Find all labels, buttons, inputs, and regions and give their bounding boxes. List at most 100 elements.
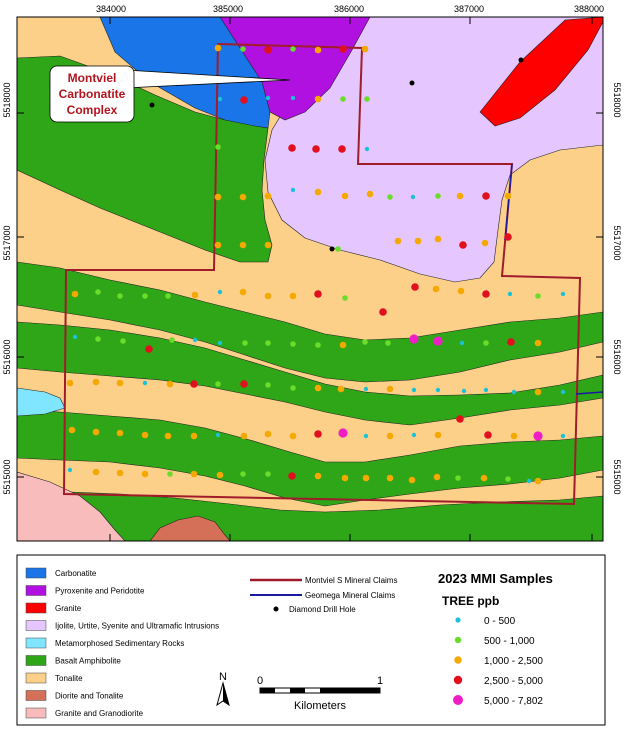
easting-label-385000: 385000 — [213, 4, 243, 14]
callout-line1: Montviel — [68, 71, 117, 85]
legend-class-marker-3 — [453, 675, 463, 685]
sample-point — [265, 382, 271, 388]
callout-box — [49, 65, 135, 123]
sample-point — [314, 188, 322, 196]
map-frame — [17, 17, 603, 541]
sample-point — [116, 379, 124, 387]
sample-point — [142, 293, 148, 299]
sample-point — [265, 471, 271, 477]
sample-point — [217, 289, 223, 295]
legend-drill-label: Diamond Drill Hole — [289, 605, 356, 614]
legend-label-tonalite: Tonalite — [55, 674, 83, 683]
geomega-claim-boundary — [504, 163, 603, 395]
sample-point — [192, 337, 198, 343]
sample-point — [190, 380, 198, 388]
sample-point — [535, 293, 541, 299]
sample-point — [482, 192, 490, 200]
scale-unit: Kilometers — [294, 700, 346, 712]
sample-point — [240, 471, 246, 477]
legend-swatch-tonalite — [25, 672, 47, 684]
sample-point — [314, 290, 322, 298]
sample-point — [560, 291, 566, 297]
sample-point — [456, 415, 464, 423]
sample-point — [289, 292, 297, 300]
sample-point — [387, 194, 393, 200]
sample-point — [314, 472, 322, 480]
sample-point — [340, 96, 346, 102]
sample-point — [459, 340, 465, 346]
sample-point — [461, 388, 467, 394]
sample-point — [67, 467, 73, 473]
sample-point — [411, 432, 417, 438]
amphibolite-band-3 — [17, 321, 603, 426]
amphibolite-band-2 — [17, 261, 603, 383]
scale-bar: 0 1 Kilometers — [257, 675, 383, 712]
north-arrow: N — [216, 671, 230, 707]
sample-point — [92, 468, 100, 476]
scale-seg-1 — [260, 688, 275, 693]
sample-point — [215, 381, 221, 387]
sample-point — [288, 144, 296, 152]
easting-label-384000: 384000 — [96, 4, 126, 14]
sample-point — [239, 193, 247, 201]
sample-point — [190, 470, 198, 478]
sample-point — [72, 334, 78, 340]
sample-point — [480, 474, 488, 482]
sample-point — [511, 389, 517, 395]
sample-point — [432, 285, 440, 293]
sample-point — [142, 380, 148, 386]
sample-point — [481, 239, 489, 247]
sample-point — [66, 379, 74, 387]
legend-label-granodiorite: Granite and Granodiorite — [55, 709, 144, 718]
legend-class-marker-0 — [455, 617, 461, 623]
sample-point — [141, 431, 149, 439]
legend-class-marker-4 — [453, 695, 463, 705]
sample-point — [338, 145, 346, 153]
sample-point — [408, 476, 416, 484]
grid-ticks — [17, 17, 603, 541]
easting-label-388000: 388000 — [574, 4, 604, 14]
northing-label-5517000: 5517000 — [2, 225, 12, 260]
sample-point — [507, 338, 515, 346]
legend-class-label-3: 2,500 - 5,000 — [484, 676, 543, 687]
sample-point — [265, 340, 271, 346]
north-arrow-n: N — [219, 671, 227, 683]
sample-point — [526, 478, 532, 484]
pyroxenite-unit — [219, 17, 371, 121]
sample-point — [215, 432, 221, 438]
sample-point — [457, 287, 465, 295]
granite-unit — [479, 17, 603, 127]
sample-point — [534, 477, 542, 485]
callout-montviel: Montviel Carbonatite Complex — [49, 65, 291, 123]
sample-point — [217, 340, 223, 346]
sample-points — [66, 44, 566, 485]
sample-point — [240, 432, 248, 440]
sample-point — [165, 293, 171, 299]
drill-hole — [518, 57, 524, 63]
sample-point — [434, 235, 442, 243]
sample-point — [339, 45, 347, 53]
legend-swatch-diorite — [25, 690, 47, 701]
sample-point — [337, 385, 345, 393]
sample-point — [379, 308, 387, 316]
sample-point — [434, 431, 442, 439]
sample-point — [534, 339, 542, 347]
sample-point — [190, 432, 198, 440]
sample-point — [116, 469, 124, 477]
sample-point — [386, 432, 394, 440]
sample-point — [167, 471, 173, 477]
sample-point — [362, 339, 368, 345]
sample-point — [314, 46, 322, 54]
sample-point — [364, 96, 370, 102]
granodiorite-unit — [17, 471, 126, 541]
scale-start: 0 — [257, 675, 263, 687]
scale-end: 1 — [377, 675, 383, 687]
easting-label-386000: 386000 — [334, 4, 364, 14]
sample-point — [214, 193, 222, 201]
drill-hole — [409, 80, 415, 86]
sample-point — [264, 241, 272, 249]
sample-point — [288, 472, 296, 480]
legend-label-pyroxenite: Pyroxenite and Peridotite — [55, 587, 145, 596]
legend-label-ijolite: Ijolite, Urtite, Syenite and Ultramafic … — [55, 622, 219, 631]
sample-point — [534, 388, 542, 396]
